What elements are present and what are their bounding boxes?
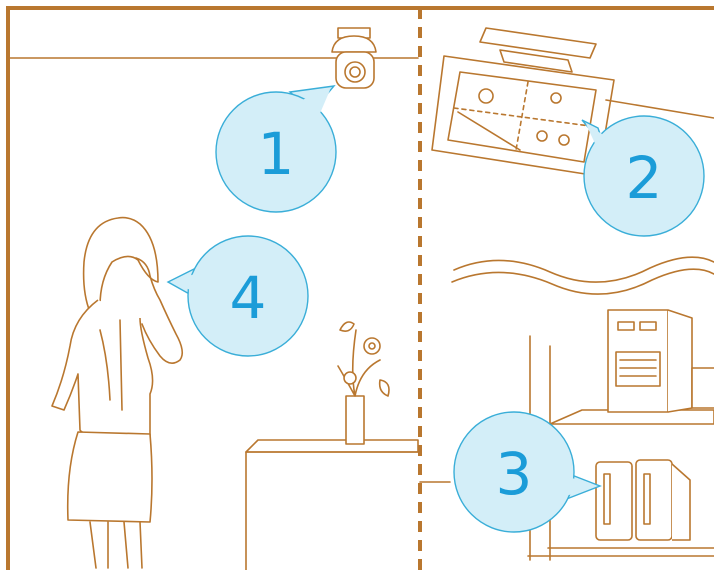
callout-3: 3: [454, 412, 600, 532]
wavy-break: [452, 257, 714, 294]
callout-2-number: 2: [626, 144, 663, 212]
recorder-icon: [596, 460, 690, 540]
side-table: [246, 440, 418, 570]
callout-1-number: 1: [258, 120, 295, 188]
callout-4: 4: [168, 236, 308, 356]
pc-tower-icon: [608, 310, 714, 412]
callout-1: 1: [216, 86, 336, 212]
callout-2: 2: [582, 116, 704, 236]
callout-3-number: 3: [496, 440, 533, 508]
dome-camera-icon: [332, 28, 376, 88]
woman-on-phone-icon: [52, 218, 182, 568]
callout-4-number: 4: [230, 264, 267, 332]
flower-vase-icon: [338, 322, 389, 444]
